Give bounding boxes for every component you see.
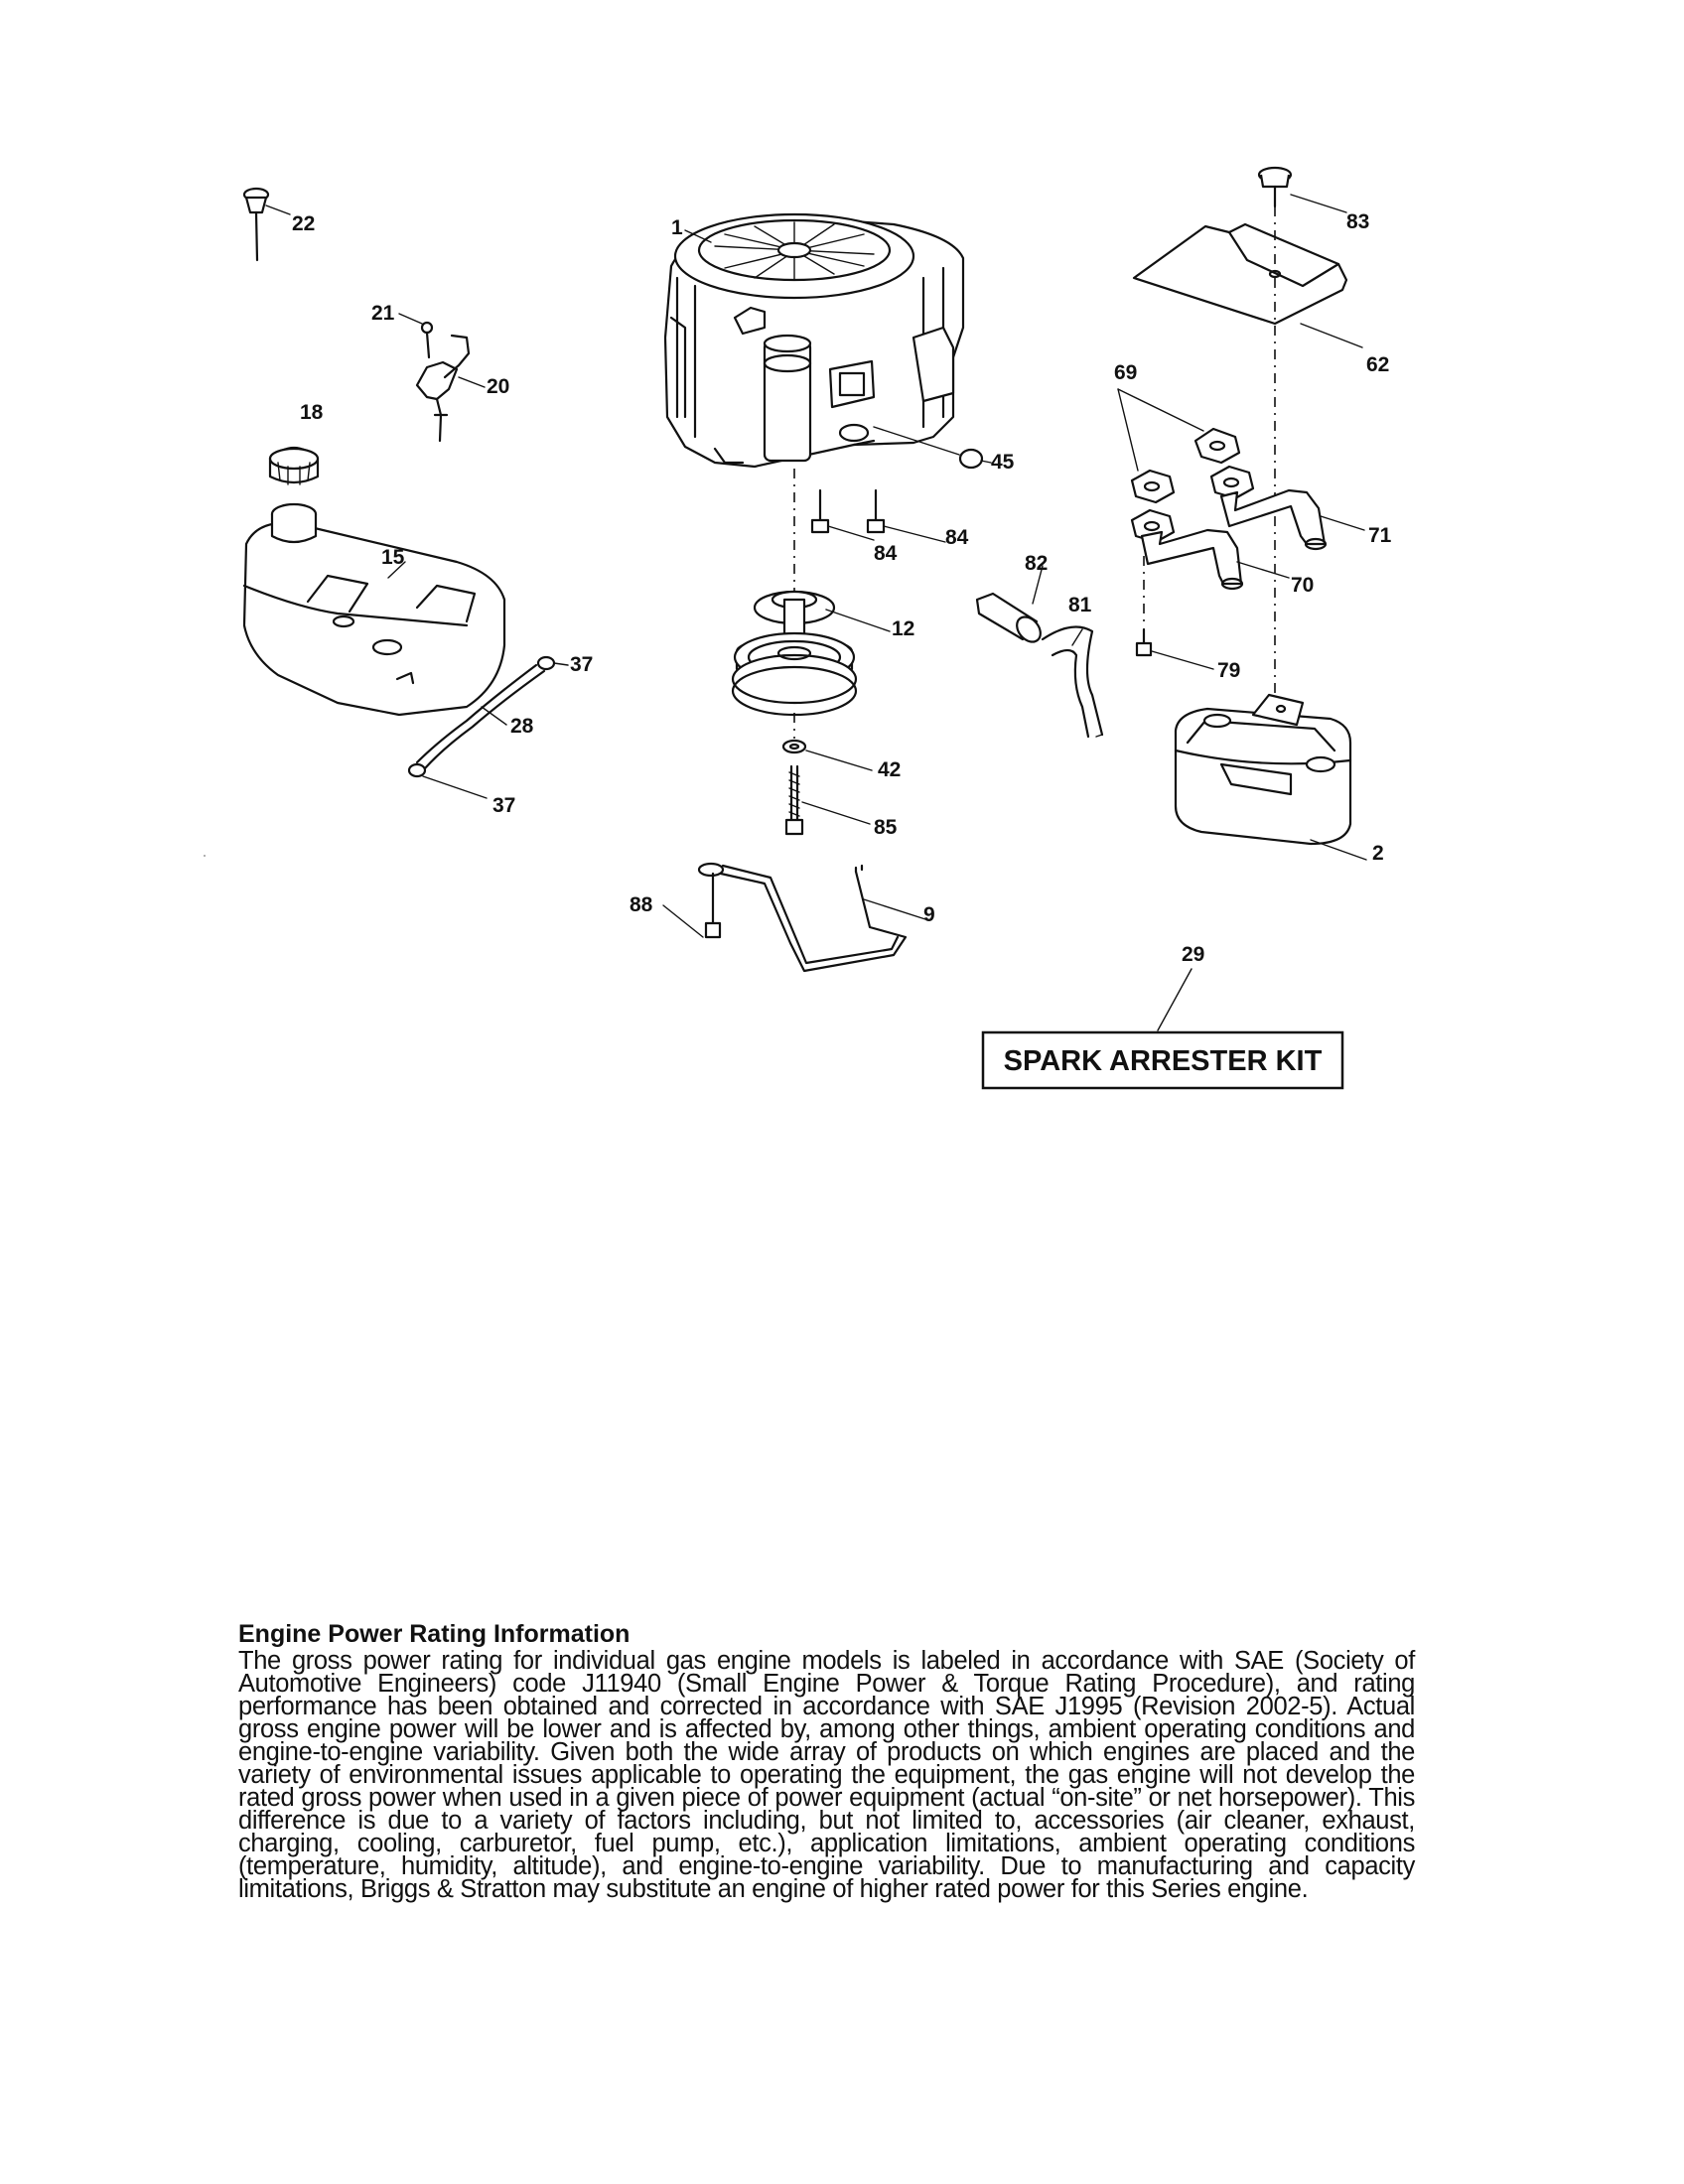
- part-9-rod: [697, 862, 926, 973]
- part-22-plug: [242, 187, 291, 262]
- part-18-fuel-cap: [268, 446, 320, 485]
- callout-62: 62: [1366, 353, 1389, 376]
- engine-parts-diagram: SPARK ARRESTER KIT 129121518202122282937…: [204, 166, 1392, 1090]
- rating-body: The gross power rating for individual ga…: [238, 1647, 1415, 1903]
- callout-22: 22: [292, 212, 315, 235]
- part-84-bolts: [810, 488, 946, 543]
- callout-88: 88: [630, 893, 653, 916]
- part-83-bolt: [1257, 166, 1347, 213]
- callout-79: 79: [1217, 659, 1240, 682]
- part-71-exhaust-pipe: [1219, 488, 1365, 551]
- part-70-exhaust-pipe: [1140, 528, 1290, 591]
- rating-heading: Engine Power Rating Information: [238, 1620, 631, 1648]
- engine-power-rating-section: Engine Power Rating Information The gros…: [238, 1620, 1415, 1903]
- part-20-21-bracket: [398, 313, 486, 443]
- part-37-clamp-upper: [536, 655, 569, 671]
- callout-37: 37: [570, 653, 593, 676]
- callout-9: 9: [923, 903, 935, 926]
- part-42-washer: [781, 739, 873, 771]
- callout-21: 21: [371, 302, 395, 325]
- callout-2: 2: [1372, 842, 1384, 865]
- part-85-bolt: [784, 764, 871, 836]
- part-88-bolt: [662, 872, 722, 939]
- part-28-fuel-line: [415, 663, 546, 770]
- page-speck: [204, 855, 206, 857]
- callout-20: 20: [487, 375, 509, 398]
- part-15-fuel-tank: [242, 502, 506, 717]
- part-62-heat-shield: [1132, 222, 1363, 348]
- callout-70: 70: [1291, 574, 1314, 597]
- callout-84: 84: [874, 542, 898, 565]
- callout-37: 37: [492, 794, 515, 817]
- part-12-pulley: [731, 590, 891, 717]
- callout-28: 28: [510, 715, 534, 738]
- part-1-engine: [663, 212, 965, 469]
- callout-45: 45: [991, 451, 1015, 474]
- callout-85: 85: [874, 816, 898, 839]
- callout-12: 12: [892, 617, 914, 640]
- part-29-leader: [1157, 968, 1193, 1031]
- callout-84: 84: [945, 526, 969, 549]
- part-37-clamp-lower: [407, 762, 488, 799]
- callout-18: 18: [300, 401, 324, 424]
- part-82-fitting: [975, 565, 1044, 643]
- callout-1: 1: [671, 216, 683, 239]
- callout-15: 15: [381, 546, 405, 569]
- part-2-muffler: [1174, 693, 1367, 861]
- callout-82: 82: [1025, 552, 1048, 575]
- spark-arrester-kit-label: SPARK ARRESTER KIT: [1004, 1045, 1323, 1077]
- part-45-nut: [873, 426, 992, 470]
- spark-arrester-kit-box: SPARK ARRESTER KIT: [981, 1030, 1344, 1090]
- callout-42: 42: [878, 758, 901, 781]
- callout-83: 83: [1346, 210, 1369, 233]
- callout-69: 69: [1114, 361, 1137, 384]
- callout-81: 81: [1068, 594, 1092, 616]
- part-69-gaskets: [1117, 388, 1255, 544]
- callout-labels: 1291215182021222829373742456269707179818…: [292, 210, 1392, 966]
- part-79-bolt: [1135, 627, 1214, 670]
- callout-71: 71: [1368, 524, 1392, 547]
- callout-29: 29: [1182, 943, 1204, 966]
- part-81-hose: [1041, 625, 1104, 739]
